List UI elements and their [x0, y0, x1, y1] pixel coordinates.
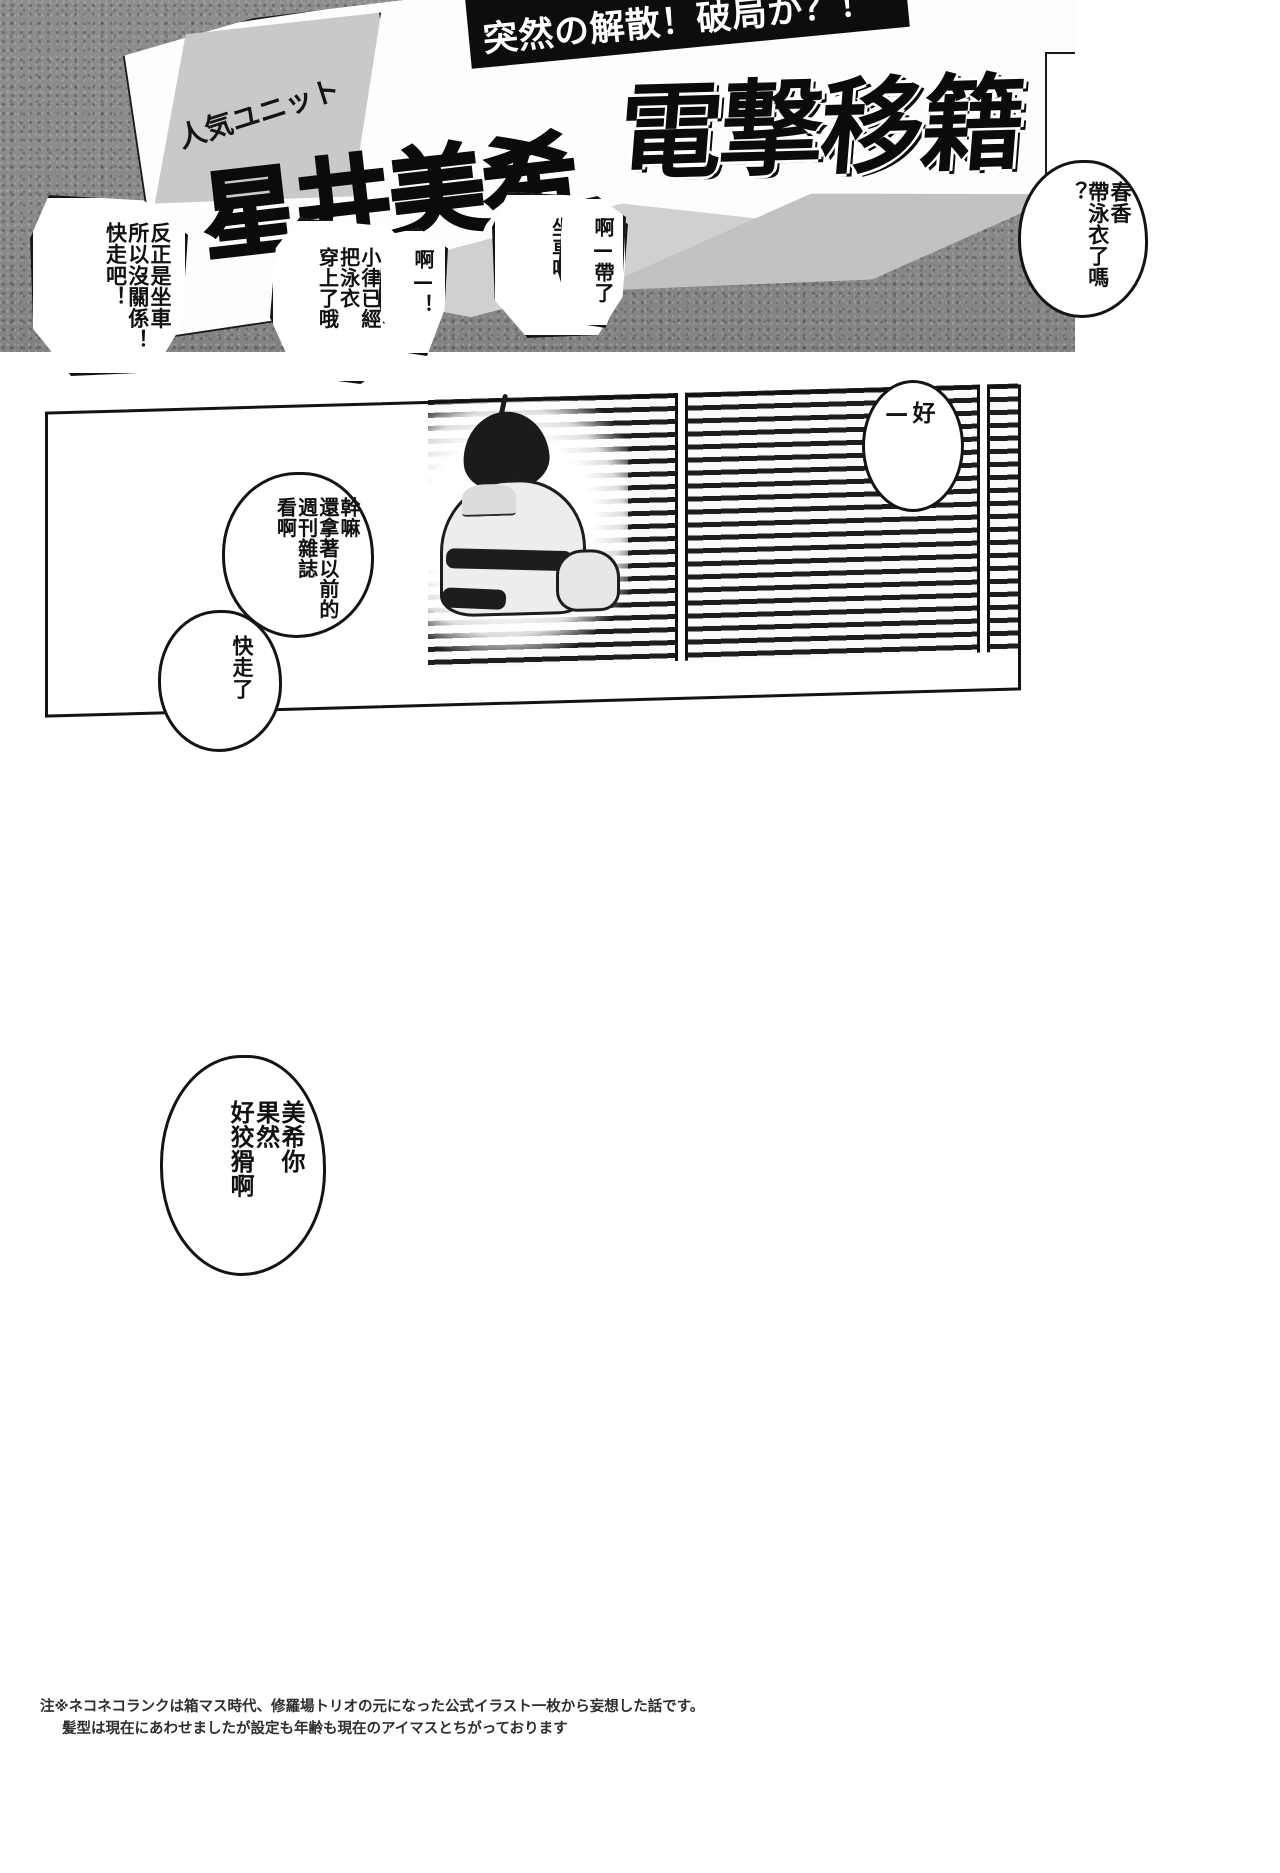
bubble-text: 啊—帶了: [591, 217, 615, 303]
footnote-line-1: 注※ネコネコランクは箱マス時代、修羅場トリオの元になった公式イラスト一枚から妄想…: [40, 1699, 705, 1715]
caption-text: 一年後: [1071, 66, 1075, 140]
speech-bubble-ah-brought: 啊—帶了: [558, 196, 626, 328]
character-arm: [556, 548, 620, 613]
bubble-text: 好 —: [883, 401, 934, 428]
speech-bubble-miki-sly: 美希你 果然 好狡猾啊: [160, 1055, 326, 1276]
speech-bubble-old-magazine: 幹嘛 還拿著以前的 週刊雜誌 看啊: [222, 472, 374, 638]
bubble-text: 快走了: [230, 635, 254, 700]
magazine-title-sub: 電撃移籍: [614, 61, 1028, 195]
footnote: 注※ネコネコランクは箱マス時代、修羅場トリオの元になった公式イラスト一枚から妄想…: [40, 1696, 780, 1741]
bubble-text: 春香 帶泳衣了嗎 ？: [1063, 181, 1133, 289]
footnote-line-2: 髪型は現在にあわせましたが設定も年齢も現在のアイマスとちがっております: [62, 1721, 568, 1738]
speech-bubble-lets-go-now: 快走了: [158, 610, 282, 752]
character-shirt-stripe-upper: [445, 548, 573, 572]
bubble-text: 幹嘛 還拿著以前的 週刊雜誌 看啊: [273, 497, 361, 620]
speech-bubble-haruka-swimsuit: 春香 帶泳衣了嗎 ？: [1018, 160, 1148, 318]
blind-divider-left: [675, 392, 688, 662]
blind-divider-right: [977, 384, 990, 653]
speech-bubble-takecar: 反正是坐車 所以沒關係！ 快走吧！: [30, 195, 188, 376]
character-shoulder: [462, 483, 516, 517]
bubble-text: 美希你 果然 好狡猾啊: [226, 1100, 305, 1198]
bubble-text: 啊—！: [411, 249, 435, 315]
speech-bubble-okay: 好 —: [862, 380, 964, 512]
character-shirt-stripe-lower: [441, 587, 507, 610]
bubble-text: 反正是坐車 所以沒關係！ 快走吧！: [103, 222, 173, 351]
